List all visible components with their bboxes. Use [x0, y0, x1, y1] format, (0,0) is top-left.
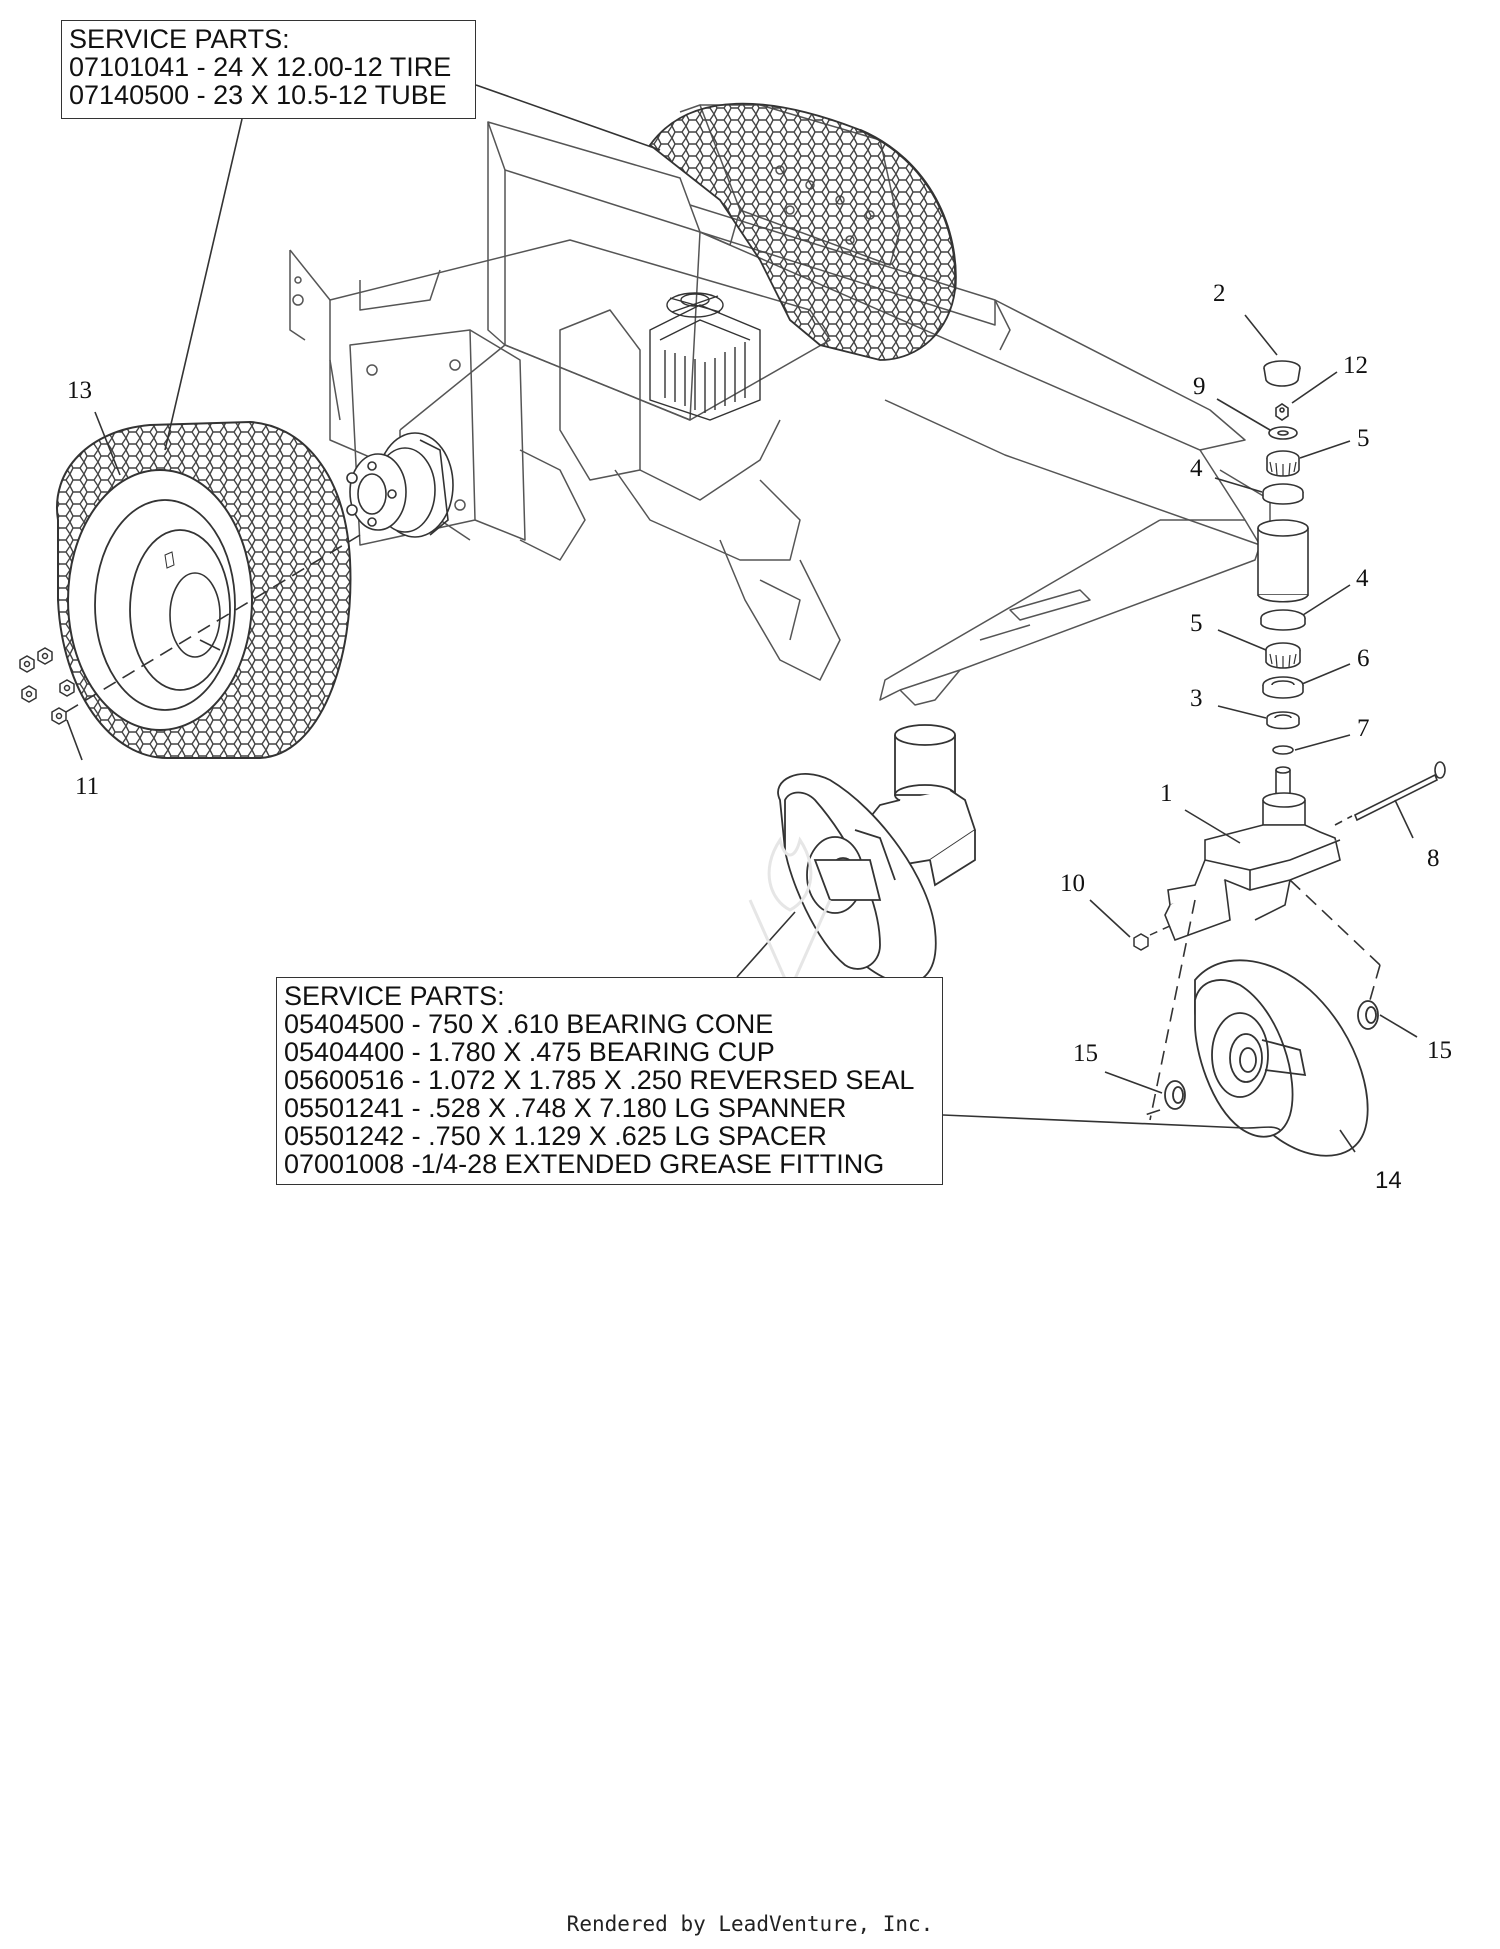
- service-part-line: 05501241 - .528 X .748 X 7.180 LG SPANNE…: [284, 1093, 847, 1123]
- service-parts-title: SERVICE PARTS:: [69, 24, 290, 54]
- leader-lines: [66, 84, 1418, 1153]
- callout-15-left: 15: [1073, 1040, 1098, 1067]
- callout-5-upper: 5: [1357, 425, 1370, 452]
- callout-3: 3: [1190, 685, 1203, 712]
- callout-5-lower: 5: [1190, 610, 1203, 637]
- rear-left-tire: [55, 420, 352, 760]
- callout-12: 12: [1343, 352, 1368, 379]
- service-parts-caster-box: SERVICE PARTS: 05404500 - 750 X .610 BEA…: [276, 977, 943, 1185]
- callout-9: 9: [1193, 373, 1206, 400]
- render-credit: Rendered by LeadVenture, Inc.: [566, 1912, 934, 1936]
- callout-2: 2: [1213, 280, 1226, 307]
- exploded-caster-stack: [1164, 360, 1341, 942]
- assembly-lines: [1144, 879, 1381, 1121]
- callout-14: 14: [1375, 1167, 1402, 1194]
- lug-nuts: [19, 647, 75, 725]
- service-part-line: 05600516 - 1.072 X 1.785 X .250 REVERSED…: [284, 1065, 915, 1095]
- transaxle: [649, 292, 761, 421]
- callout-8: 8: [1427, 845, 1440, 872]
- service-parts-title: SERVICE PARTS:: [284, 981, 505, 1011]
- rear-right-tire: [648, 102, 957, 361]
- assembled-caster: [777, 724, 977, 984]
- callout-11: 11: [75, 773, 100, 800]
- callout-4-lower: 4: [1356, 565, 1369, 592]
- service-parts-tire-box: SERVICE PARTS: 07101041 - 24 X 12.00-12 …: [61, 20, 476, 119]
- hub-axis-line: [65, 534, 361, 713]
- grease-nut: [1133, 924, 1173, 951]
- callout-13: 13: [67, 377, 92, 404]
- callout-1: 1: [1160, 780, 1173, 807]
- service-part-line: 05501242 - .750 X 1.129 X .625 LG SPACER: [284, 1121, 827, 1151]
- callout-15-right: 15: [1427, 1037, 1452, 1064]
- callout-4-upper: 4: [1190, 455, 1203, 482]
- callout-10: 10: [1060, 870, 1085, 897]
- axle-bolt: [1334, 761, 1446, 826]
- service-part-line: 05404400 - 1.780 X .475 BEARING CUP: [284, 1037, 775, 1067]
- callout-7: 7: [1357, 715, 1370, 742]
- service-part-line: 05404500 - 750 X .610 BEARING CONE: [284, 1009, 774, 1039]
- rear-hub: [346, 432, 454, 538]
- service-part-line: 07001008 -1/4-28 EXTENDED GREASE FITTING: [284, 1149, 885, 1179]
- service-part-line: 07101041 - 24 X 12.00-12 TIRE: [69, 52, 452, 82]
- service-part-line: 07140500 - 23 X 10.5-12 TUBE: [69, 80, 447, 110]
- front-wheel-exploded: [1164, 959, 1379, 1157]
- callout-6: 6: [1357, 645, 1370, 672]
